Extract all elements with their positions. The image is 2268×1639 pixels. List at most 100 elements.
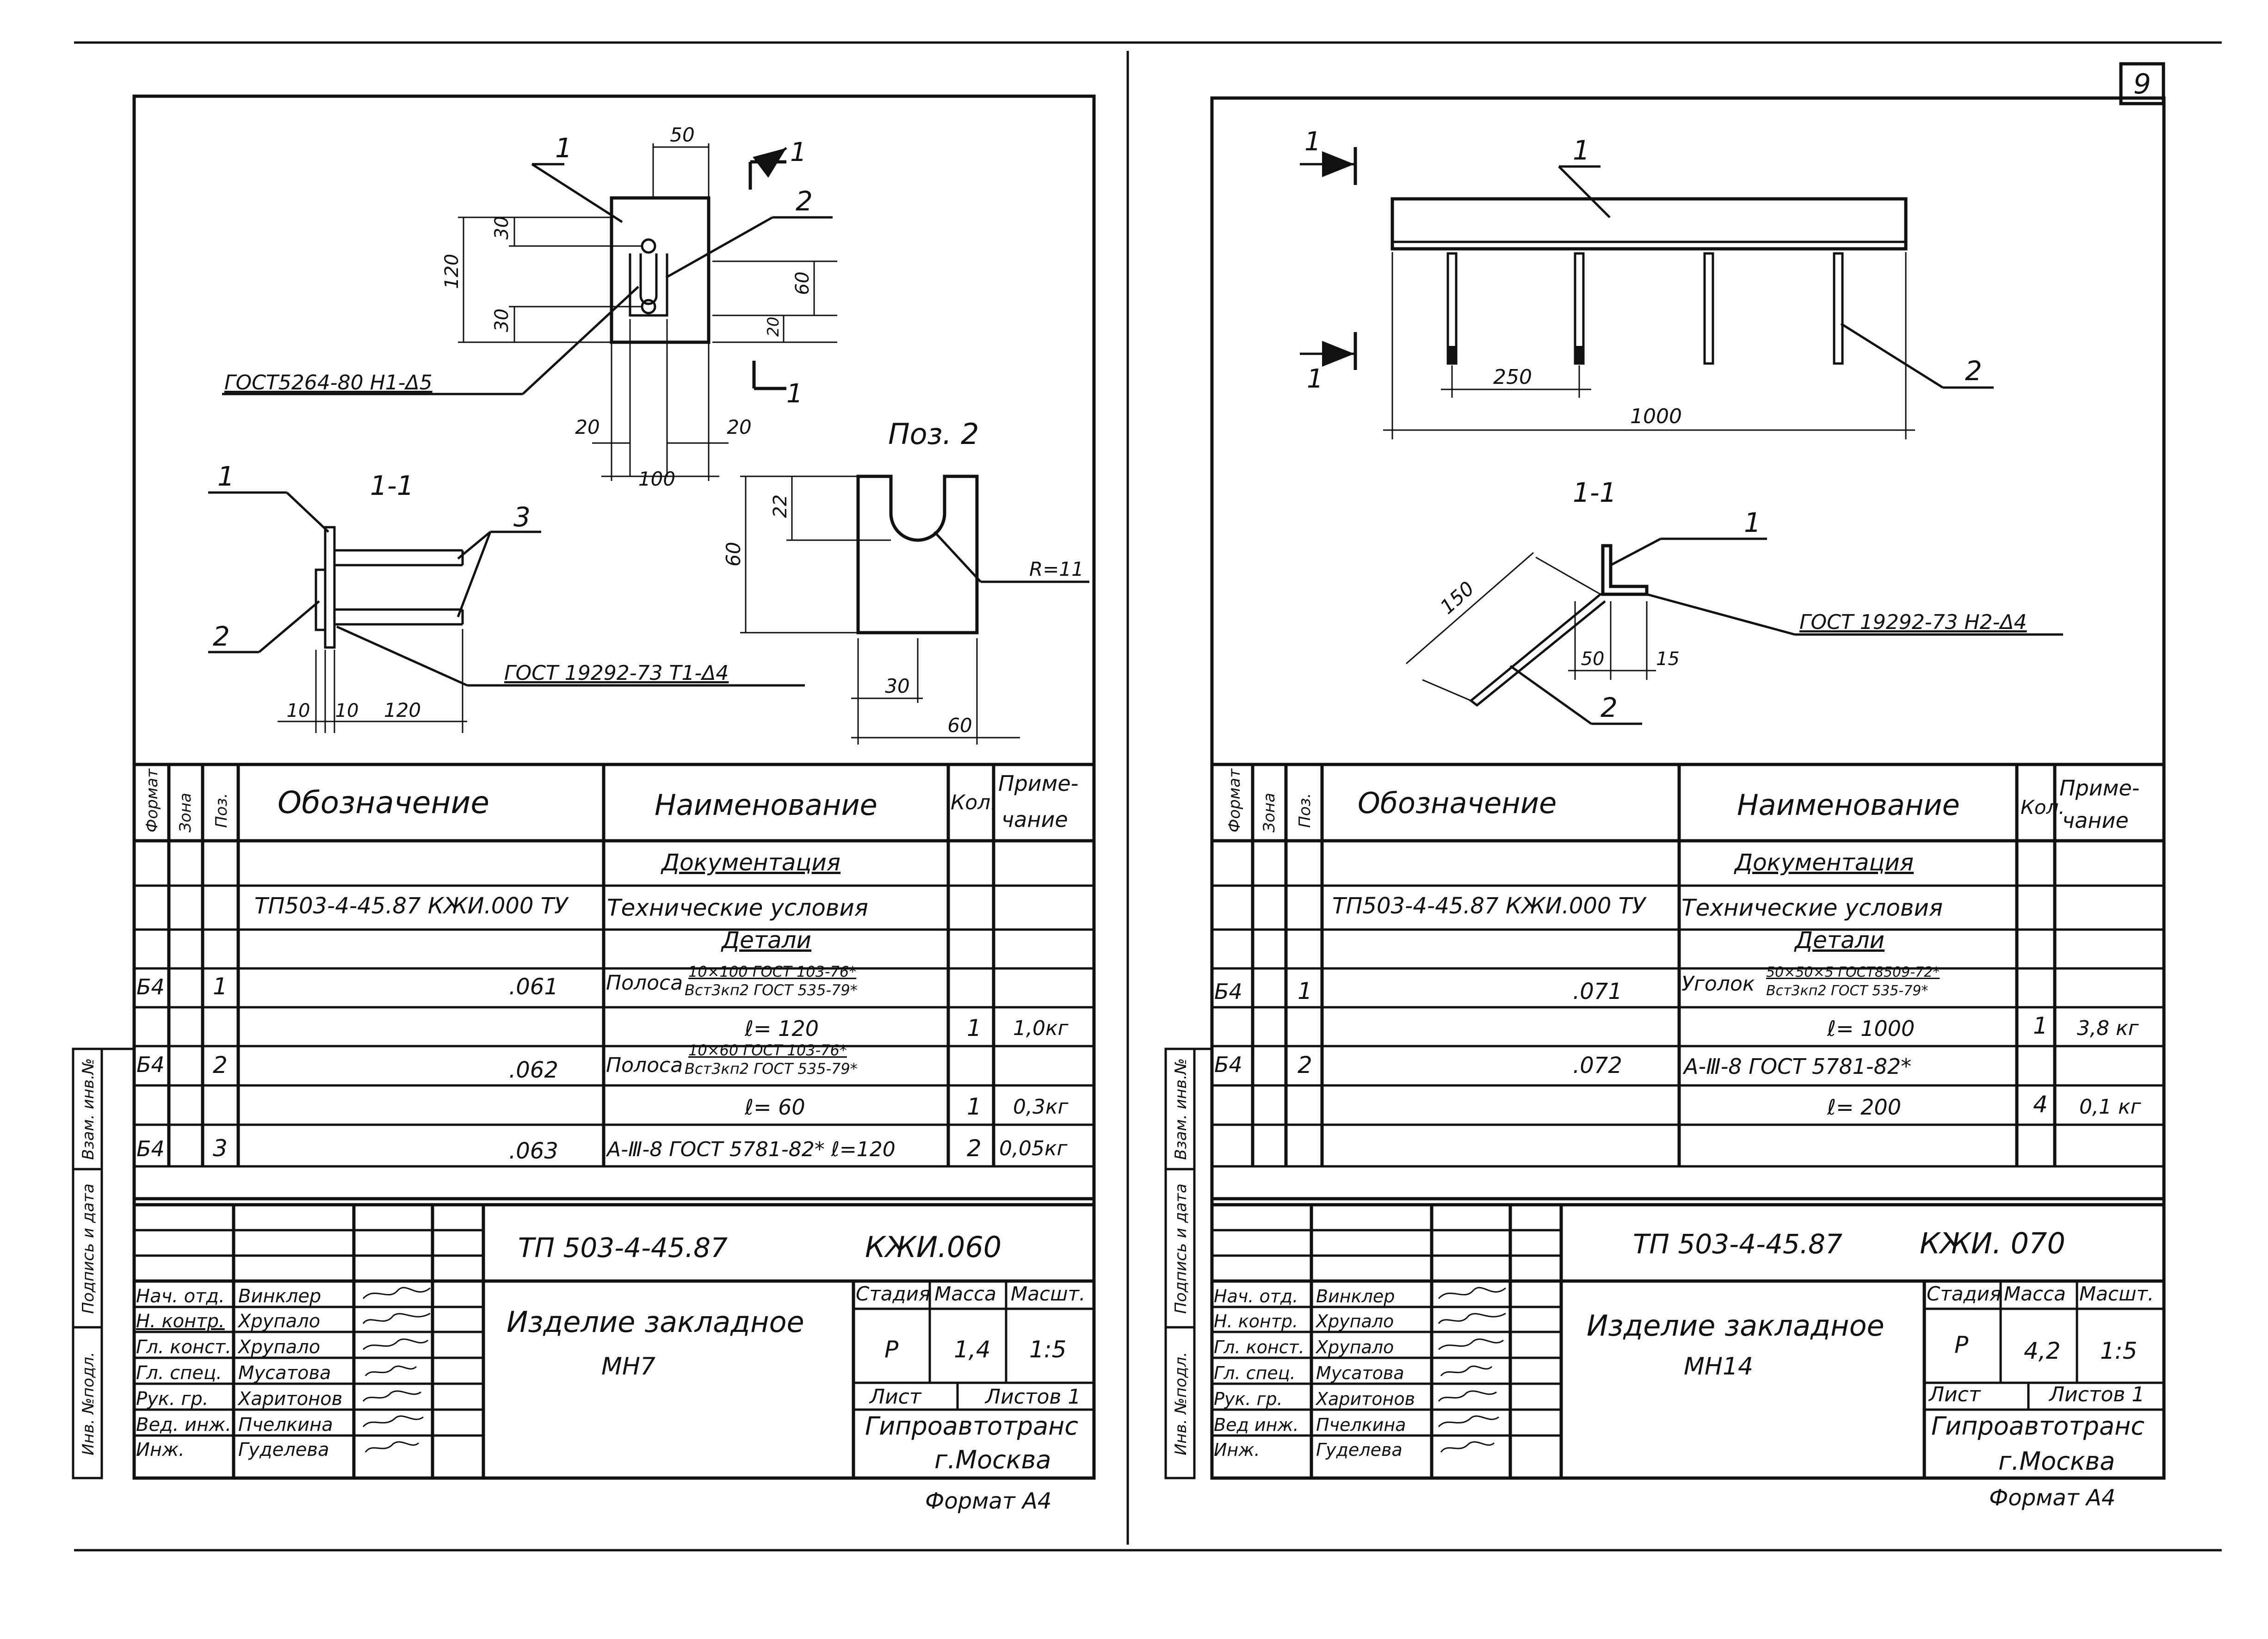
spec-header-name: Наименование	[1737, 788, 1960, 822]
spec-row-note: 3,8 кг	[2077, 1017, 2139, 1040]
callout-2-section: 2	[213, 621, 230, 652]
signature	[362, 1390, 421, 1402]
spec-row-name: Технические условия	[607, 894, 868, 921]
item-mark: МН7	[601, 1353, 655, 1380]
right-spec-table: Формат Зона Поз. Обозначение Наименовани…	[1212, 763, 2164, 1201]
spec-row-name: Детали	[1794, 927, 1885, 954]
doc-number: КЖИ. 070	[1920, 1226, 2065, 1260]
dim-10-a: 10	[287, 700, 310, 721]
mass-value: 4,2	[2024, 1337, 2061, 1364]
dim-20-left: 20	[575, 416, 599, 438]
dim-20-v: 20	[764, 317, 783, 337]
section-mark-top: 1	[1304, 127, 1321, 157]
staff-name: Хрупало	[237, 1311, 320, 1332]
spec-row-pos: 2	[213, 1052, 228, 1078]
section-mark-top: 1	[790, 137, 807, 167]
spec-row-frac-bottom: Вст3кп2 ГОСТ 535-79*	[685, 981, 858, 999]
signature	[1438, 1390, 1497, 1402]
signature	[365, 1365, 417, 1377]
spec-row-designation: .062	[509, 1057, 558, 1083]
staff-name: Винклер	[238, 1286, 321, 1307]
side-label-replace: Взам. инв.№	[79, 1058, 98, 1160]
callout-1-front: 1	[1573, 135, 1590, 166]
spec-row-name: ℓ= 120	[744, 1016, 819, 1041]
spec-row-note: 1,0кг	[1013, 1017, 1069, 1040]
spec-row-format: Б4	[136, 1052, 165, 1077]
spec-row-format: Б4	[1214, 979, 1242, 1004]
dim-20-right: 20	[727, 416, 751, 438]
spec-row-name: ℓ= 1000	[1827, 1016, 1915, 1041]
spec-header-pos: Поз.	[212, 793, 231, 828]
spec-row-name: Технические условия	[1681, 894, 1943, 921]
spec-row-name: Полоса	[606, 971, 683, 995]
staff-name: Мусатова	[238, 1362, 331, 1384]
spec-row-frac-bottom: Вст3кп2 ГОСТ 535-79*	[685, 1060, 858, 1078]
left-sheet: Инв. №подл. Подпись и дата Взам. инв.№ 5…	[72, 94, 1096, 1514]
sheet-label: Лист	[1928, 1383, 1981, 1406]
staff-role: Рук. гр.	[1214, 1389, 1283, 1409]
spec-row-designation: ТП503-4-45.87 КЖИ.000 ТУ	[1332, 893, 1647, 919]
spec-row-frac-top: 10×60 ГОСТ 103-76*	[688, 1041, 847, 1059]
spec-header-note-top: Приме-	[2059, 776, 2139, 801]
side-label-inv: Инв. №подл.	[79, 1352, 98, 1455]
callout-1-section: 1	[217, 461, 235, 492]
staff-name: Харитонов	[237, 1388, 342, 1410]
right-side-stamp: Инв. №подл. Подпись и дата Взам. инв.№	[1164, 1047, 1212, 1479]
signature	[362, 1312, 431, 1324]
dim-60-v: 60	[792, 271, 813, 295]
signature	[1440, 1365, 1493, 1377]
spec-header-name: Наименование	[655, 788, 878, 822]
spec-row-name: Документация	[661, 849, 840, 876]
dim-50: 50	[670, 123, 694, 146]
right-sheet: Инв. №подл. Подпись и дата Взам. инв.№ 2…	[1164, 96, 2166, 1511]
stage-value: Р	[884, 1336, 899, 1363]
side-label-inv: Инв. №подл.	[1172, 1352, 1190, 1455]
side-label-sign: Подпись и дата	[1172, 1183, 1190, 1314]
radius-11: R=11	[1029, 558, 1084, 580]
spec-row-name: ℓ= 60	[744, 1095, 805, 1120]
spec-row-note: 0,1 кг	[2079, 1095, 2142, 1119]
spec-row-qty: 1	[967, 1015, 982, 1041]
callout-3-section: 3	[513, 501, 531, 533]
weld-note-top: ГОСТ5264-80 Н1-Δ5	[224, 371, 433, 394]
dim-1000: 1000	[1630, 405, 1682, 428]
staff-name: Хрупало	[1315, 1311, 1394, 1331]
section-mark-bottom: 1	[1307, 364, 1323, 394]
staff-name: Хрупало	[1315, 1337, 1394, 1357]
spec-header-format: Формат	[1225, 768, 1244, 832]
staff-name: Хрупало	[237, 1337, 320, 1358]
section-mark-bottom: 1	[786, 379, 803, 409]
spec-row-designation: .061	[509, 974, 558, 1000]
staff-name: Гуделева	[1316, 1440, 1403, 1460]
spec-header-zone: Зона	[1260, 793, 1279, 832]
dim-250: 250	[1493, 365, 1532, 389]
callout-1-section: 1	[1744, 507, 1761, 538]
staff-role: Гл. спец.	[1214, 1363, 1296, 1383]
side-label-sign: Подпись и дата	[79, 1183, 98, 1314]
staff-role: Рук. гр.	[136, 1388, 209, 1410]
right-section-view: 1-1 1 ГОСТ 19292-73 Н2-Δ4 2 150 50 15	[1406, 477, 2063, 725]
callout-2-plate: 2	[796, 185, 813, 217]
dim-60-pos2: 60	[722, 542, 745, 567]
dim-60-pos2-h: 60	[947, 714, 972, 737]
staff-role: Гл. спец.	[136, 1362, 222, 1384]
staff-name: Пчелкина	[1316, 1415, 1406, 1435]
spec-row-pos: 1	[213, 973, 228, 1000]
stage-label: Стадия	[856, 1282, 930, 1305]
stage-label: Стадия	[1927, 1282, 2001, 1305]
spec-row-name: Уголок	[1681, 972, 1755, 996]
dim-30-bottom: 30	[491, 308, 513, 332]
dim-30-pos2: 30	[885, 675, 909, 697]
callout-2-front: 2	[1965, 355, 1982, 387]
staff-role: Гл. конст.	[136, 1337, 231, 1358]
dim-120-section: 120	[384, 699, 421, 721]
spec-header-qty: Кол.	[2021, 796, 2065, 819]
signature	[365, 1441, 420, 1453]
spec-row-note: 0,05кг	[999, 1137, 1068, 1160]
spec-row-qty: 1	[967, 1093, 982, 1120]
spec-row-name: ℓ= 200	[1827, 1095, 1901, 1120]
left-title-block: ТП 503-4-45.87 КЖИ.060 Изделие закладное…	[134, 1203, 1094, 1514]
spec-row-name: Детали	[721, 927, 811, 954]
mass-label: Масса	[934, 1282, 996, 1305]
signature	[1438, 1415, 1499, 1428]
